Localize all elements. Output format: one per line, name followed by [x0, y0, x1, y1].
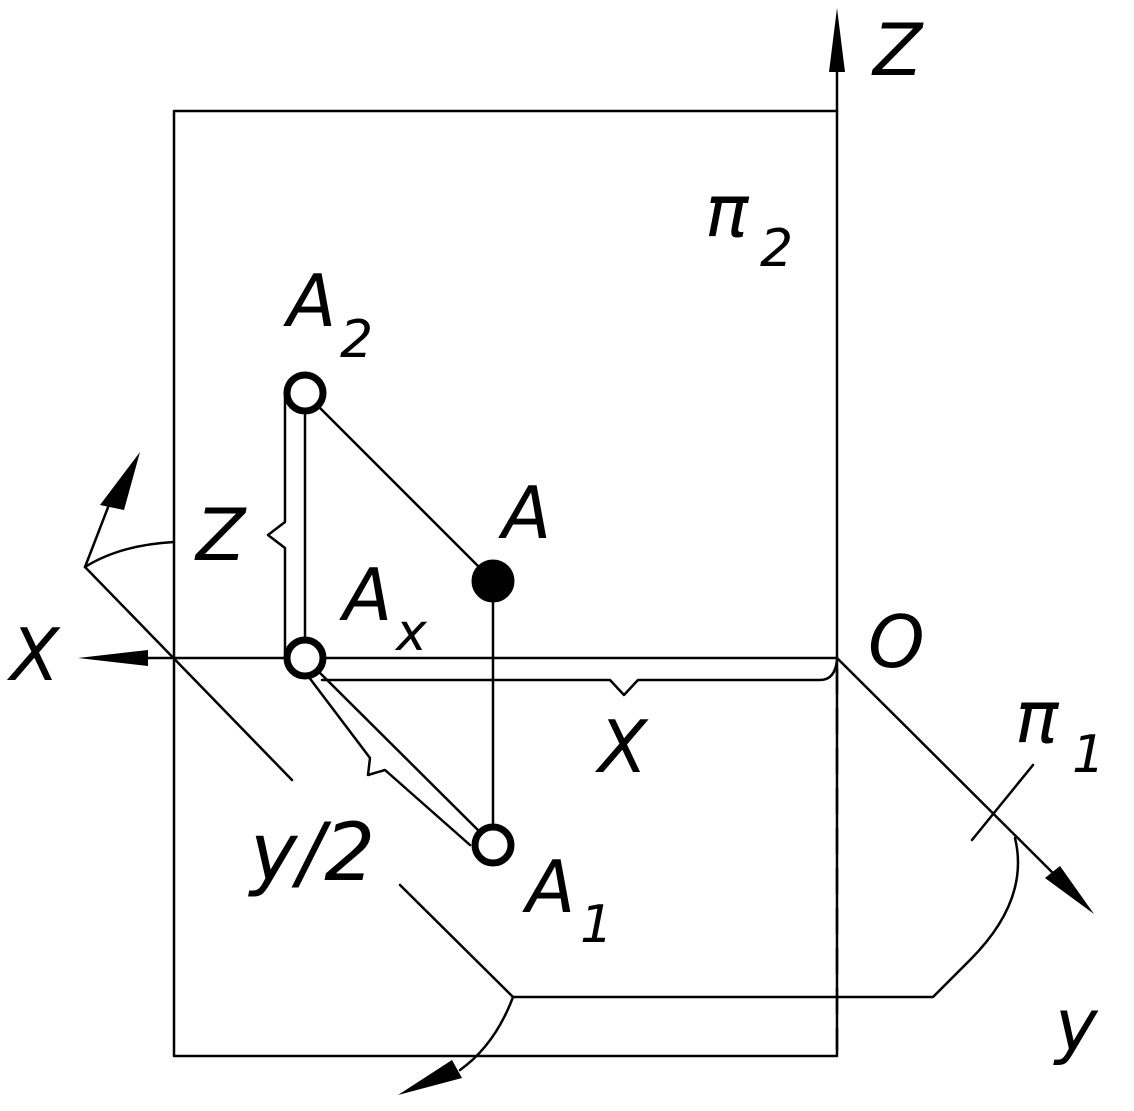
a2-index: 2 — [340, 310, 373, 370]
x-dimension-bracket — [320, 658, 839, 697]
ax-letter: A — [339, 553, 392, 637]
pi2-symbol: π — [705, 169, 750, 253]
y-axis — [835, 656, 1080, 900]
pi2-index: 2 — [760, 219, 793, 279]
pi1-leader — [970, 763, 1035, 842]
point-a — [471, 559, 515, 603]
rotation-arc-upper — [83, 540, 176, 569]
a2-letter: A — [283, 259, 336, 343]
x-axis-label: X — [6, 613, 61, 697]
connector-ax-a1 — [303, 656, 495, 847]
rotation-arrow-head — [100, 452, 140, 510]
rotation-arrow-lower — [398, 1060, 462, 1095]
a-label: A — [498, 471, 551, 555]
point-a1 — [471, 823, 515, 867]
a1-index: 1 — [580, 895, 613, 955]
x-dimension-label: X — [594, 705, 649, 789]
pi1-symbol: π — [1015, 675, 1060, 759]
z-axis-label: Z — [871, 8, 924, 92]
plane-rectangle — [172, 109, 839, 1058]
rotation-arrow-shaft — [83, 495, 114, 569]
y-half-dimension-label: y/2 — [248, 806, 375, 899]
origin-label: O — [868, 600, 925, 684]
y-axis-arrow — [1045, 866, 1094, 914]
z-dimension-bracket — [266, 391, 287, 660]
y-half-dimension-bracket — [303, 670, 472, 847]
z-axis-arrow — [829, 8, 845, 72]
rotation-arc-lower — [458, 995, 515, 1072]
pi1-index: 1 — [1072, 725, 1105, 785]
point-a2 — [283, 371, 327, 415]
x-axis-arrow — [78, 650, 148, 666]
y-axis-label: y — [1053, 983, 1099, 1067]
rotation-diagonal — [83, 565, 294, 782]
a1-letter: A — [522, 845, 575, 929]
z-dimension-label: Z — [194, 493, 247, 577]
point-ax — [283, 636, 327, 680]
ax-index: x — [394, 603, 428, 663]
connector-a2-a — [303, 391, 495, 583]
rotation-path-lower — [398, 836, 1020, 999]
